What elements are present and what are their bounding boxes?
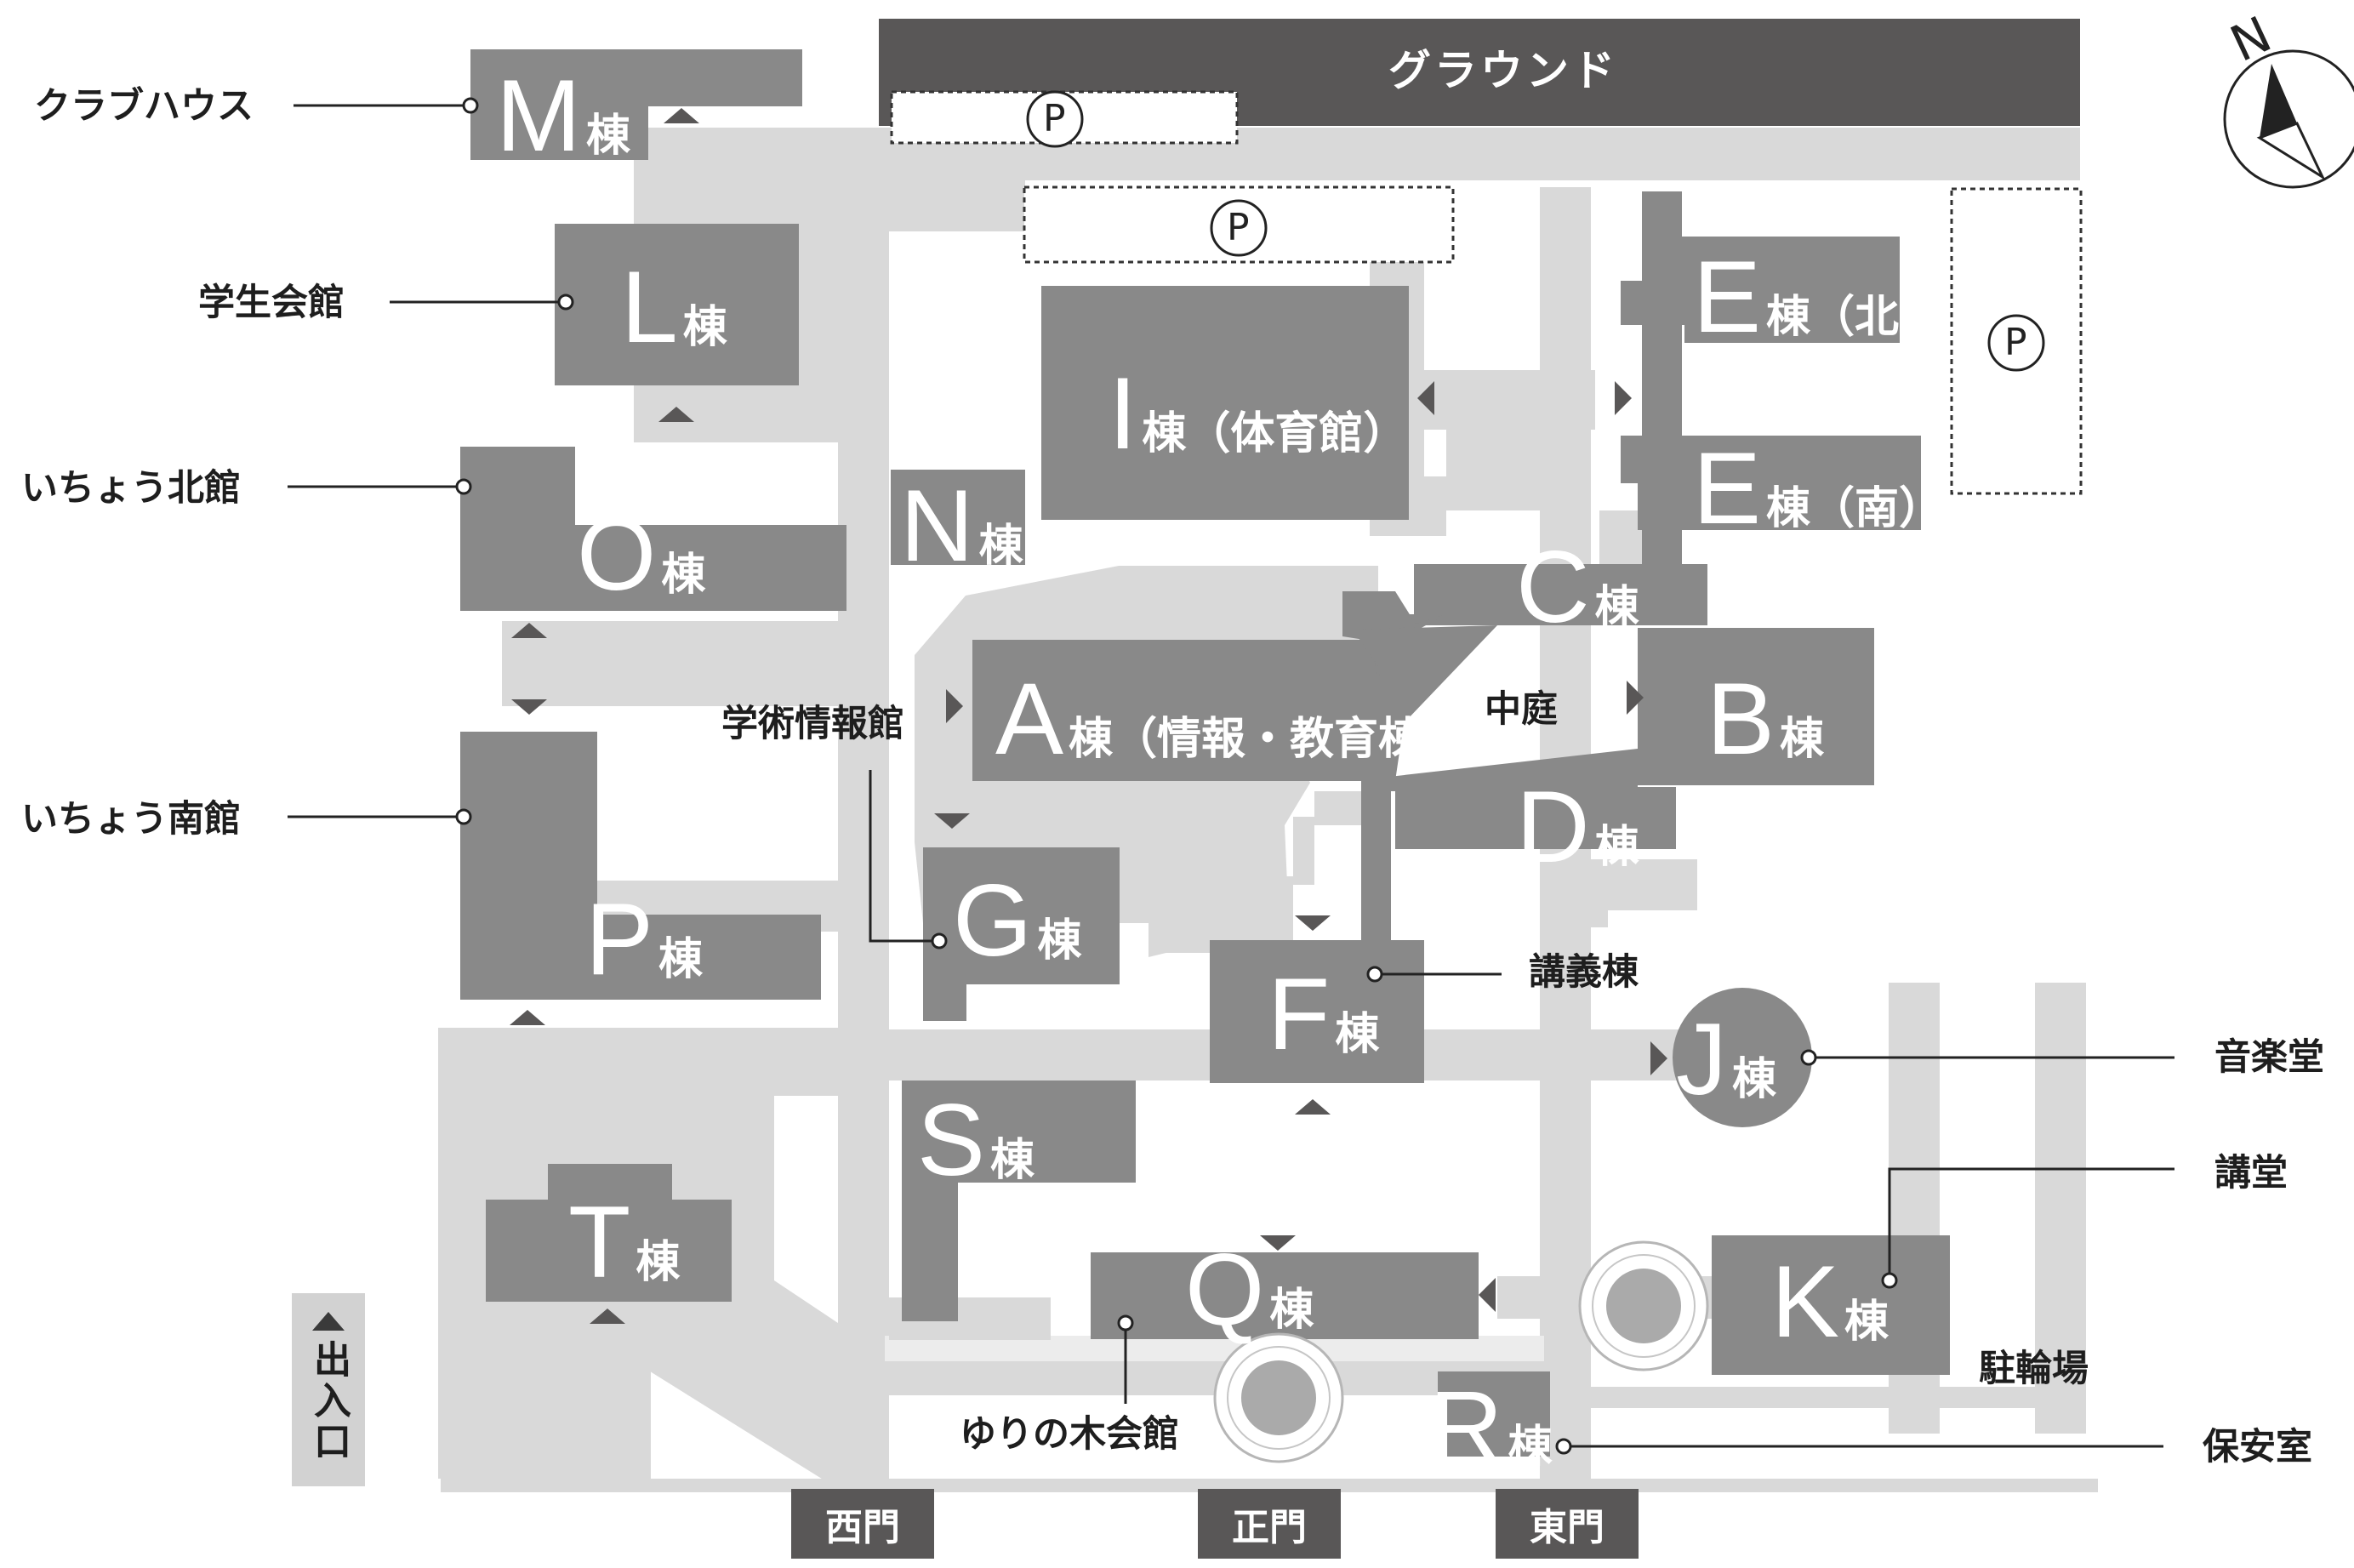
exit-arrow-icon: [312, 1312, 345, 1331]
building-p-suffix: 棟: [658, 935, 704, 984]
building-j-letter: J: [1676, 1002, 1727, 1116]
building-t-letter: T: [568, 1185, 631, 1299]
label-icho-south: いちょう南館: [21, 798, 241, 841]
compass-north-needle: [2260, 64, 2297, 138]
building-r-suffix: 棟: [1508, 1423, 1553, 1472]
building-r-letter: R: [1429, 1370, 1503, 1484]
plazas: [1213, 1240, 1709, 1463]
exit-label: 出入口: [307, 1340, 351, 1463]
building-i-letter: I: [1109, 356, 1137, 470]
building-f-suffix: 棟: [1335, 1010, 1380, 1059]
building-g-suffix: 棟: [1037, 916, 1082, 966]
building-n-suffix: 棟: [978, 522, 1023, 571]
building-n-letter: N: [900, 469, 974, 583]
building-t-suffix: 棟: [636, 1238, 681, 1287]
building-k-letter: K: [1771, 1245, 1840, 1359]
building-b-suffix: 棟: [1780, 715, 1825, 764]
parking-symbol-3: P: [2004, 321, 2027, 364]
building-a-letter: A: [995, 662, 1064, 776]
building-l-letter: L: [621, 250, 678, 364]
west-gate[interactable]: 西門: [791, 1489, 934, 1559]
building-s-letter: S: [917, 1083, 986, 1197]
label-student-hall: 学生会館: [198, 282, 345, 324]
building-e-south-letter: E: [1693, 431, 1762, 545]
building-p-letter: P: [585, 882, 654, 996]
parking-symbol-2: P: [1227, 206, 1250, 249]
building-q-suffix: 棟: [1269, 1286, 1314, 1335]
building-e-south-suffix: 棟（南）: [1766, 484, 1944, 533]
building-shapes: [460, 49, 1950, 1457]
compass-south-needle: [2256, 122, 2326, 180]
building-m-letter: M: [496, 59, 581, 173]
compass: [2223, 49, 2354, 189]
building-f-letter: F: [1268, 957, 1331, 1071]
building-d-letter: D: [1516, 770, 1590, 884]
entrance-arrows: [510, 108, 1667, 1324]
label-security: 保安室: [2203, 1426, 2312, 1468]
building-c-suffix: 棟: [1594, 583, 1639, 632]
label-clubhouse: クラブハウス: [34, 85, 254, 128]
building-d-suffix: 棟: [1594, 823, 1639, 872]
building-i-suffix: 棟（体育館）: [1142, 409, 1408, 459]
parking-symbols: [1026, 90, 2045, 372]
building-o-suffix: 棟: [661, 550, 706, 600]
building-g-letter: G: [953, 864, 1033, 978]
label-courtyard: 中庭: [1485, 688, 1558, 731]
east-gate[interactable]: 東門: [1496, 1489, 1639, 1559]
ground-label: グラウンド: [1388, 46, 1618, 95]
label-icho-north: いちょう北館: [21, 467, 241, 510]
building-e-north-letter: E: [1693, 240, 1762, 354]
label-bike-parking: 駐輪場: [1979, 1348, 2089, 1390]
label-auditorium: 講堂: [2214, 1152, 2288, 1195]
building-q-letter: Q: [1185, 1233, 1265, 1347]
building-m-suffix: 棟: [585, 111, 630, 161]
building-k-suffix: 棟: [1844, 1297, 1889, 1347]
label-academic-info: 学術情報館: [721, 703, 904, 745]
building-l-suffix: 棟: [682, 303, 727, 352]
building-b-letter: B: [1707, 662, 1775, 776]
label-lecture: 講義棟: [1529, 951, 1639, 994]
exit-entrance[interactable]: 出入口: [292, 1293, 365, 1486]
building-s-suffix: 棟: [990, 1136, 1035, 1185]
building-o-letter: O: [577, 498, 657, 612]
label-yurinoki: ゆりの木会館: [960, 1413, 1179, 1456]
leader-lines: [288, 97, 2174, 1455]
building-j-suffix: 棟: [1732, 1055, 1777, 1104]
building-e-north-suffix: 棟（北）: [1766, 293, 1944, 342]
parking-symbol-1: P: [1043, 97, 1066, 140]
label-music-hall: 音楽堂: [2214, 1036, 2324, 1079]
main-gate[interactable]: 正門: [1198, 1489, 1341, 1559]
building-c-letter: C: [1516, 530, 1590, 644]
building-a-suffix: 棟（情報・教育棟）: [1069, 715, 1468, 764]
